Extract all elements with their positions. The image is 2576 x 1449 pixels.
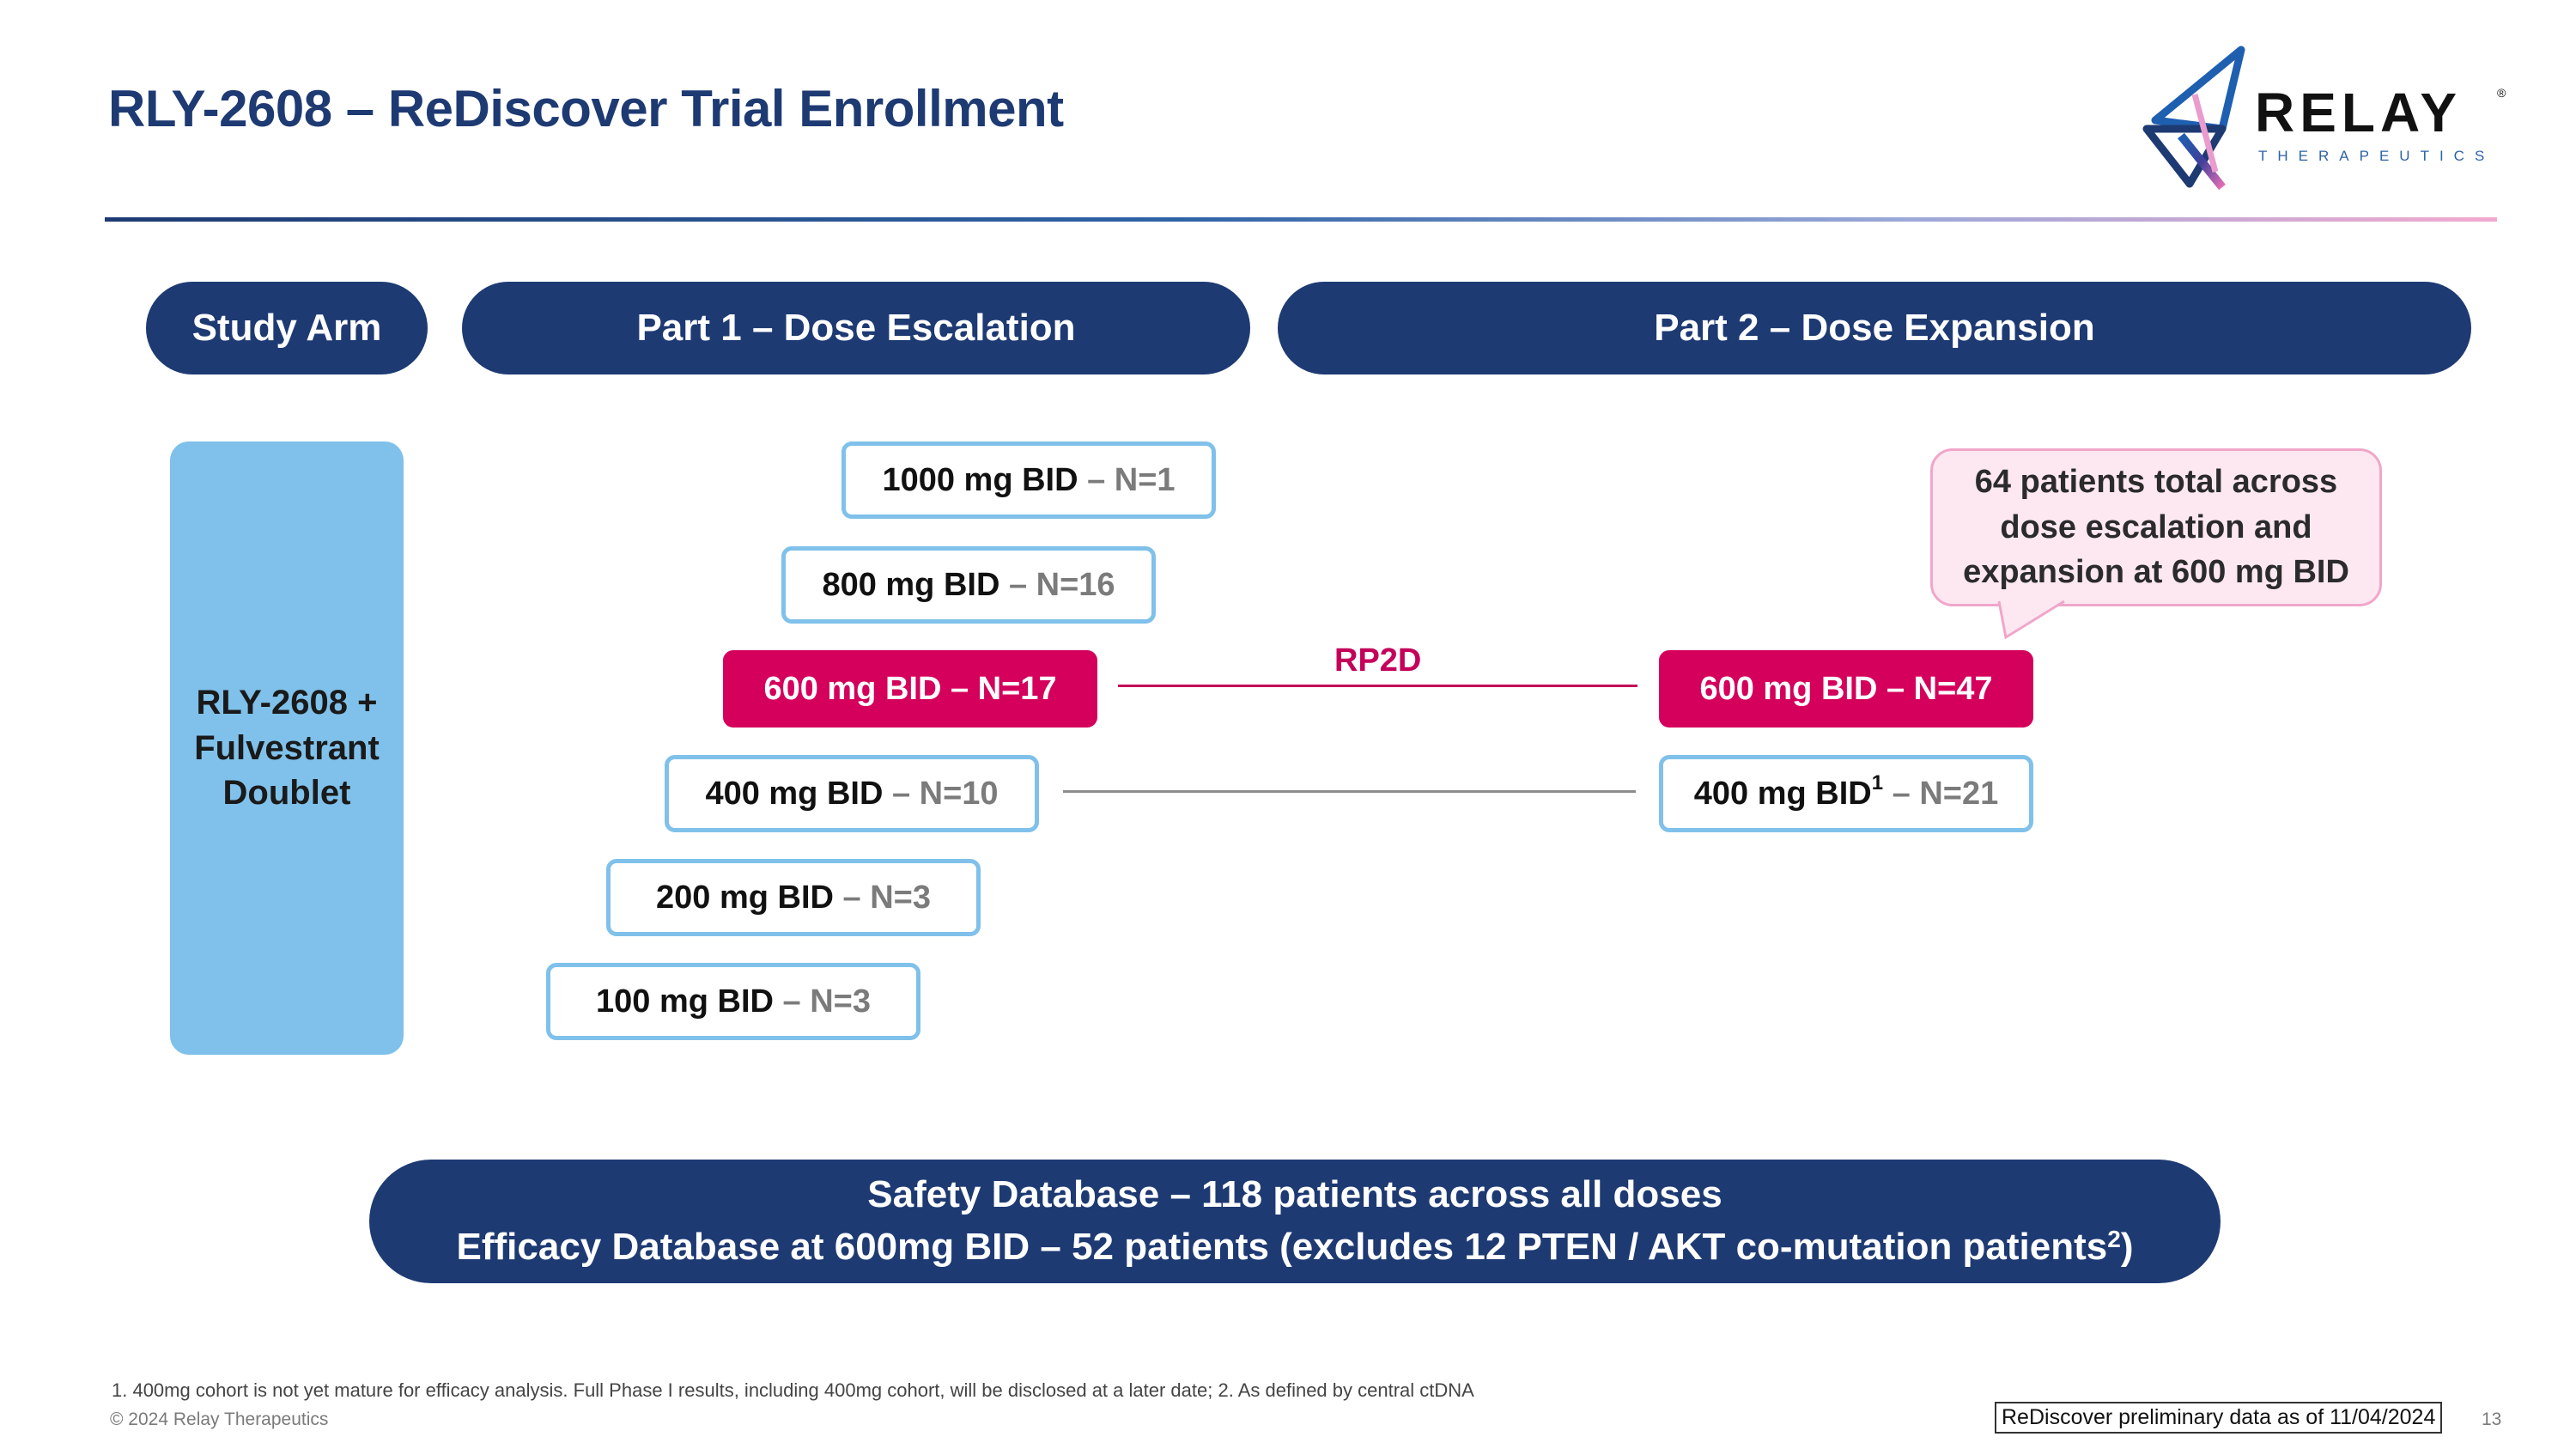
dose-box-600-expansion: 600 mg BID – N=47 xyxy=(1659,650,2033,728)
callout-tail-icon xyxy=(1997,600,2065,640)
header-part1: Part 1 – Dose Escalation xyxy=(462,282,1250,374)
dose-box-200: 200 mg BID – N=3 xyxy=(606,859,981,936)
dose-label: 400 mg BID xyxy=(1693,775,1872,812)
dose-box-800: 800 mg BID – N=16 xyxy=(781,546,1156,624)
data-as-of-box: ReDiscover preliminary data as of 11/04/… xyxy=(1995,1402,2443,1434)
dose-box-400-escalation: 400 mg BID – N=10 xyxy=(665,755,1039,832)
rp2d-connector-line xyxy=(1118,685,1637,687)
safety-database-line: Safety Database – 118 patients across al… xyxy=(867,1173,1722,1216)
title-divider xyxy=(105,217,2497,222)
dose-label: 200 mg BID xyxy=(656,879,834,916)
dose-box-1000: 1000 mg BID – N=1 xyxy=(841,441,1216,519)
dose-label: 1000 mg BID xyxy=(882,461,1078,498)
footnote-text: 1. 400mg cohort is not yet mature for ef… xyxy=(112,1379,1474,1401)
copyright-text: © 2024 Relay Therapeutics xyxy=(110,1409,329,1429)
efficacy-text: Efficacy Database at 600mg BID – 52 pati… xyxy=(456,1226,2108,1268)
study-arm-label: RLY-2608 + Fulvestrant Doublet xyxy=(194,683,380,813)
callout-text: 64 patients total across dose escalation… xyxy=(1963,464,2349,591)
callout-bubble: 64 patients total across dose escalation… xyxy=(1930,448,2382,606)
dose-box-600-escalation: 600 mg BID – N=17 xyxy=(723,650,1097,728)
slide-title: RLY-2608 – ReDiscover Trial Enrollment xyxy=(108,80,1064,137)
dose-n: – N=3 xyxy=(782,983,871,1020)
database-summary: Safety Database – 118 patients across al… xyxy=(369,1160,2221,1283)
logo-wordmark: RELAY xyxy=(2255,82,2463,143)
study-arm-box: RLY-2608 + Fulvestrant Doublet xyxy=(170,441,404,1055)
dose-label: 100 mg BID xyxy=(596,983,774,1020)
dose-label: 600 mg BID xyxy=(1699,670,1878,707)
header-part2: Part 2 – Dose Expansion xyxy=(1278,282,2471,374)
header-study-arm: Study Arm xyxy=(146,282,428,374)
dose-n: – N=17 xyxy=(950,670,1057,707)
dose-n: – N=10 xyxy=(891,775,999,812)
efficacy-footnote-ref: 2 xyxy=(2107,1226,2121,1252)
logo-registered-mark: ® xyxy=(2497,86,2506,100)
logo-subtitle: THERAPEUTICS xyxy=(2258,148,2495,164)
dose-box-100: 100 mg BID – N=3 xyxy=(546,963,920,1040)
relay-logo: RELAY ® THERAPEUTICS xyxy=(2129,43,2507,198)
footnote-ref: 1 xyxy=(1871,771,1884,795)
dose-n: – N=3 xyxy=(842,879,931,916)
page-number: 13 xyxy=(2482,1409,2502,1429)
400mg-connector-line xyxy=(1063,790,1636,793)
dose-label: 600 mg BID xyxy=(763,670,942,707)
relay-logo-mark-icon xyxy=(2142,46,2245,191)
efficacy-database-line: Efficacy Database at 600mg BID – 52 pati… xyxy=(457,1221,2134,1274)
dose-n: – N=47 xyxy=(1886,670,1993,707)
dose-label: 400 mg BID xyxy=(705,775,884,812)
dose-n: – N=16 xyxy=(1008,566,1115,603)
dose-n: – N=1 xyxy=(1087,461,1176,498)
efficacy-close: ) xyxy=(2120,1226,2134,1268)
dose-n: – N=21 xyxy=(1892,775,1999,812)
dose-label: 800 mg BID xyxy=(822,566,1000,603)
rp2d-label: RP2D xyxy=(1334,642,1422,679)
